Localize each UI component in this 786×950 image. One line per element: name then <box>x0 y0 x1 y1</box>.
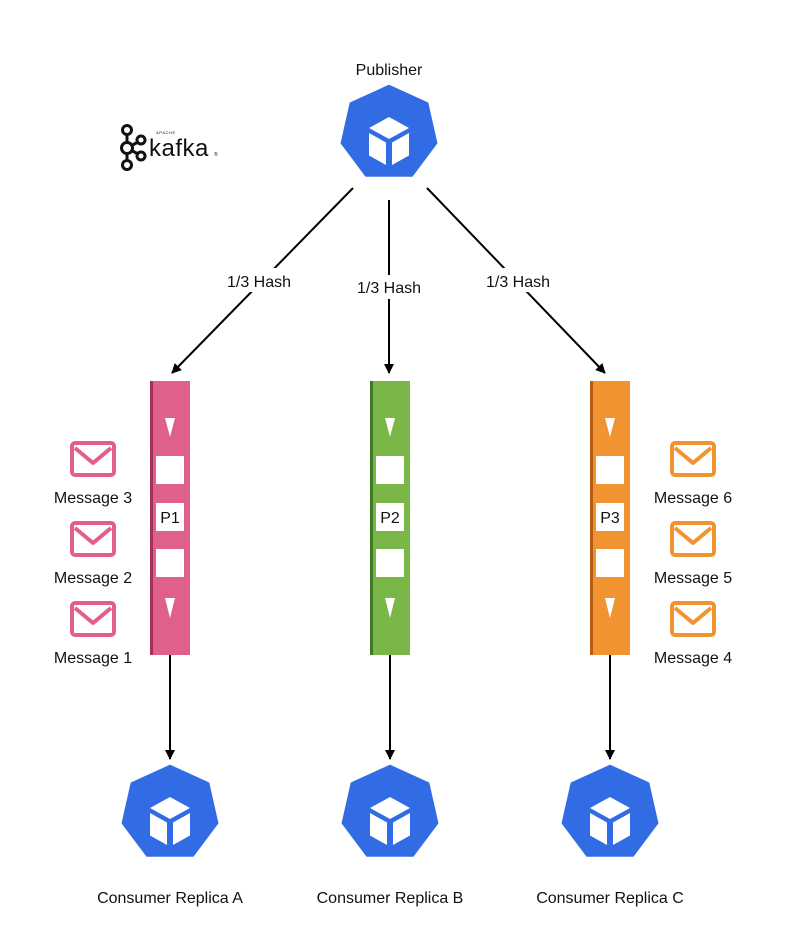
logo-registered-mark: ® <box>214 151 218 158</box>
envelope-icon <box>70 601 116 637</box>
consumer-c-label: Consumer Replica C <box>536 890 684 907</box>
envelope-icon <box>70 441 116 477</box>
partition-p1-label: P1 <box>160 510 180 527</box>
edge-label-3: 1/3 Hash <box>478 268 556 292</box>
consumer-a-node <box>118 761 222 860</box>
consumer-c-node <box>558 761 662 860</box>
right-messages: Message 6 Message 5 Message 4 <box>654 441 732 667</box>
message-label: Message 6 <box>654 490 732 507</box>
envelope-icon <box>70 521 116 557</box>
edge-label-3-text: 1/3 Hash <box>486 274 550 291</box>
kafka-logo: APACHE kafka ® <box>120 124 218 171</box>
partition-p1-slot <box>156 456 184 484</box>
partition-p2-arrow-bottom <box>385 598 395 618</box>
envelope-icon <box>670 441 716 477</box>
edge-label-2-text: 1/3 Hash <box>357 280 421 297</box>
partition-p2-label: P2 <box>380 510 400 527</box>
edge-label-2: 1/3 Hash <box>350 275 428 299</box>
publisher-label: Publisher <box>356 62 423 79</box>
message-label: Message 5 <box>654 570 732 587</box>
partition-p3: P3 <box>590 381 630 655</box>
partition-p3-label: P3 <box>600 510 620 527</box>
message-label: Message 2 <box>54 570 132 587</box>
logo-brand-text: kafka <box>149 135 209 162</box>
partition-p1-arrow-bottom <box>165 598 175 618</box>
consumer-a-label: Consumer Replica A <box>97 890 243 907</box>
edge-label-1-text: 1/3 Hash <box>227 274 291 291</box>
consumer-b-label: Consumer Replica B <box>317 890 464 907</box>
partition-p3-arrow-top <box>605 418 615 437</box>
envelope-icon <box>670 521 716 557</box>
partition-p3-arrow-bottom <box>605 598 615 618</box>
partition-p2-slot <box>376 456 404 484</box>
edge-label-1: 1/3 Hash <box>219 268 297 292</box>
publisher-node <box>337 81 441 180</box>
logo-small-text: APACHE <box>156 130 176 135</box>
partition-p1: P1 <box>150 381 190 655</box>
partition-p3-slot <box>596 456 624 484</box>
partition-p2: P2 <box>370 381 410 655</box>
consumer-b-node <box>338 761 442 860</box>
partition-p2-slot <box>376 549 404 577</box>
kafka-logo-icon <box>120 124 147 171</box>
partition-p1-label-box <box>156 503 184 531</box>
partition-p2-arrow-top <box>385 418 395 437</box>
partition-p1-arrow-top <box>165 418 175 437</box>
partition-p3-label-box <box>596 503 624 531</box>
partition-p2-label-box <box>376 503 404 531</box>
left-messages: Message 3 Message 2 Message 1 <box>54 441 132 667</box>
partition-p1-slot <box>156 549 184 577</box>
message-label: Message 1 <box>54 650 132 667</box>
envelope-icon <box>670 601 716 637</box>
partition-p3-slot <box>596 549 624 577</box>
message-label: Message 4 <box>654 650 732 667</box>
message-label: Message 3 <box>54 490 132 507</box>
